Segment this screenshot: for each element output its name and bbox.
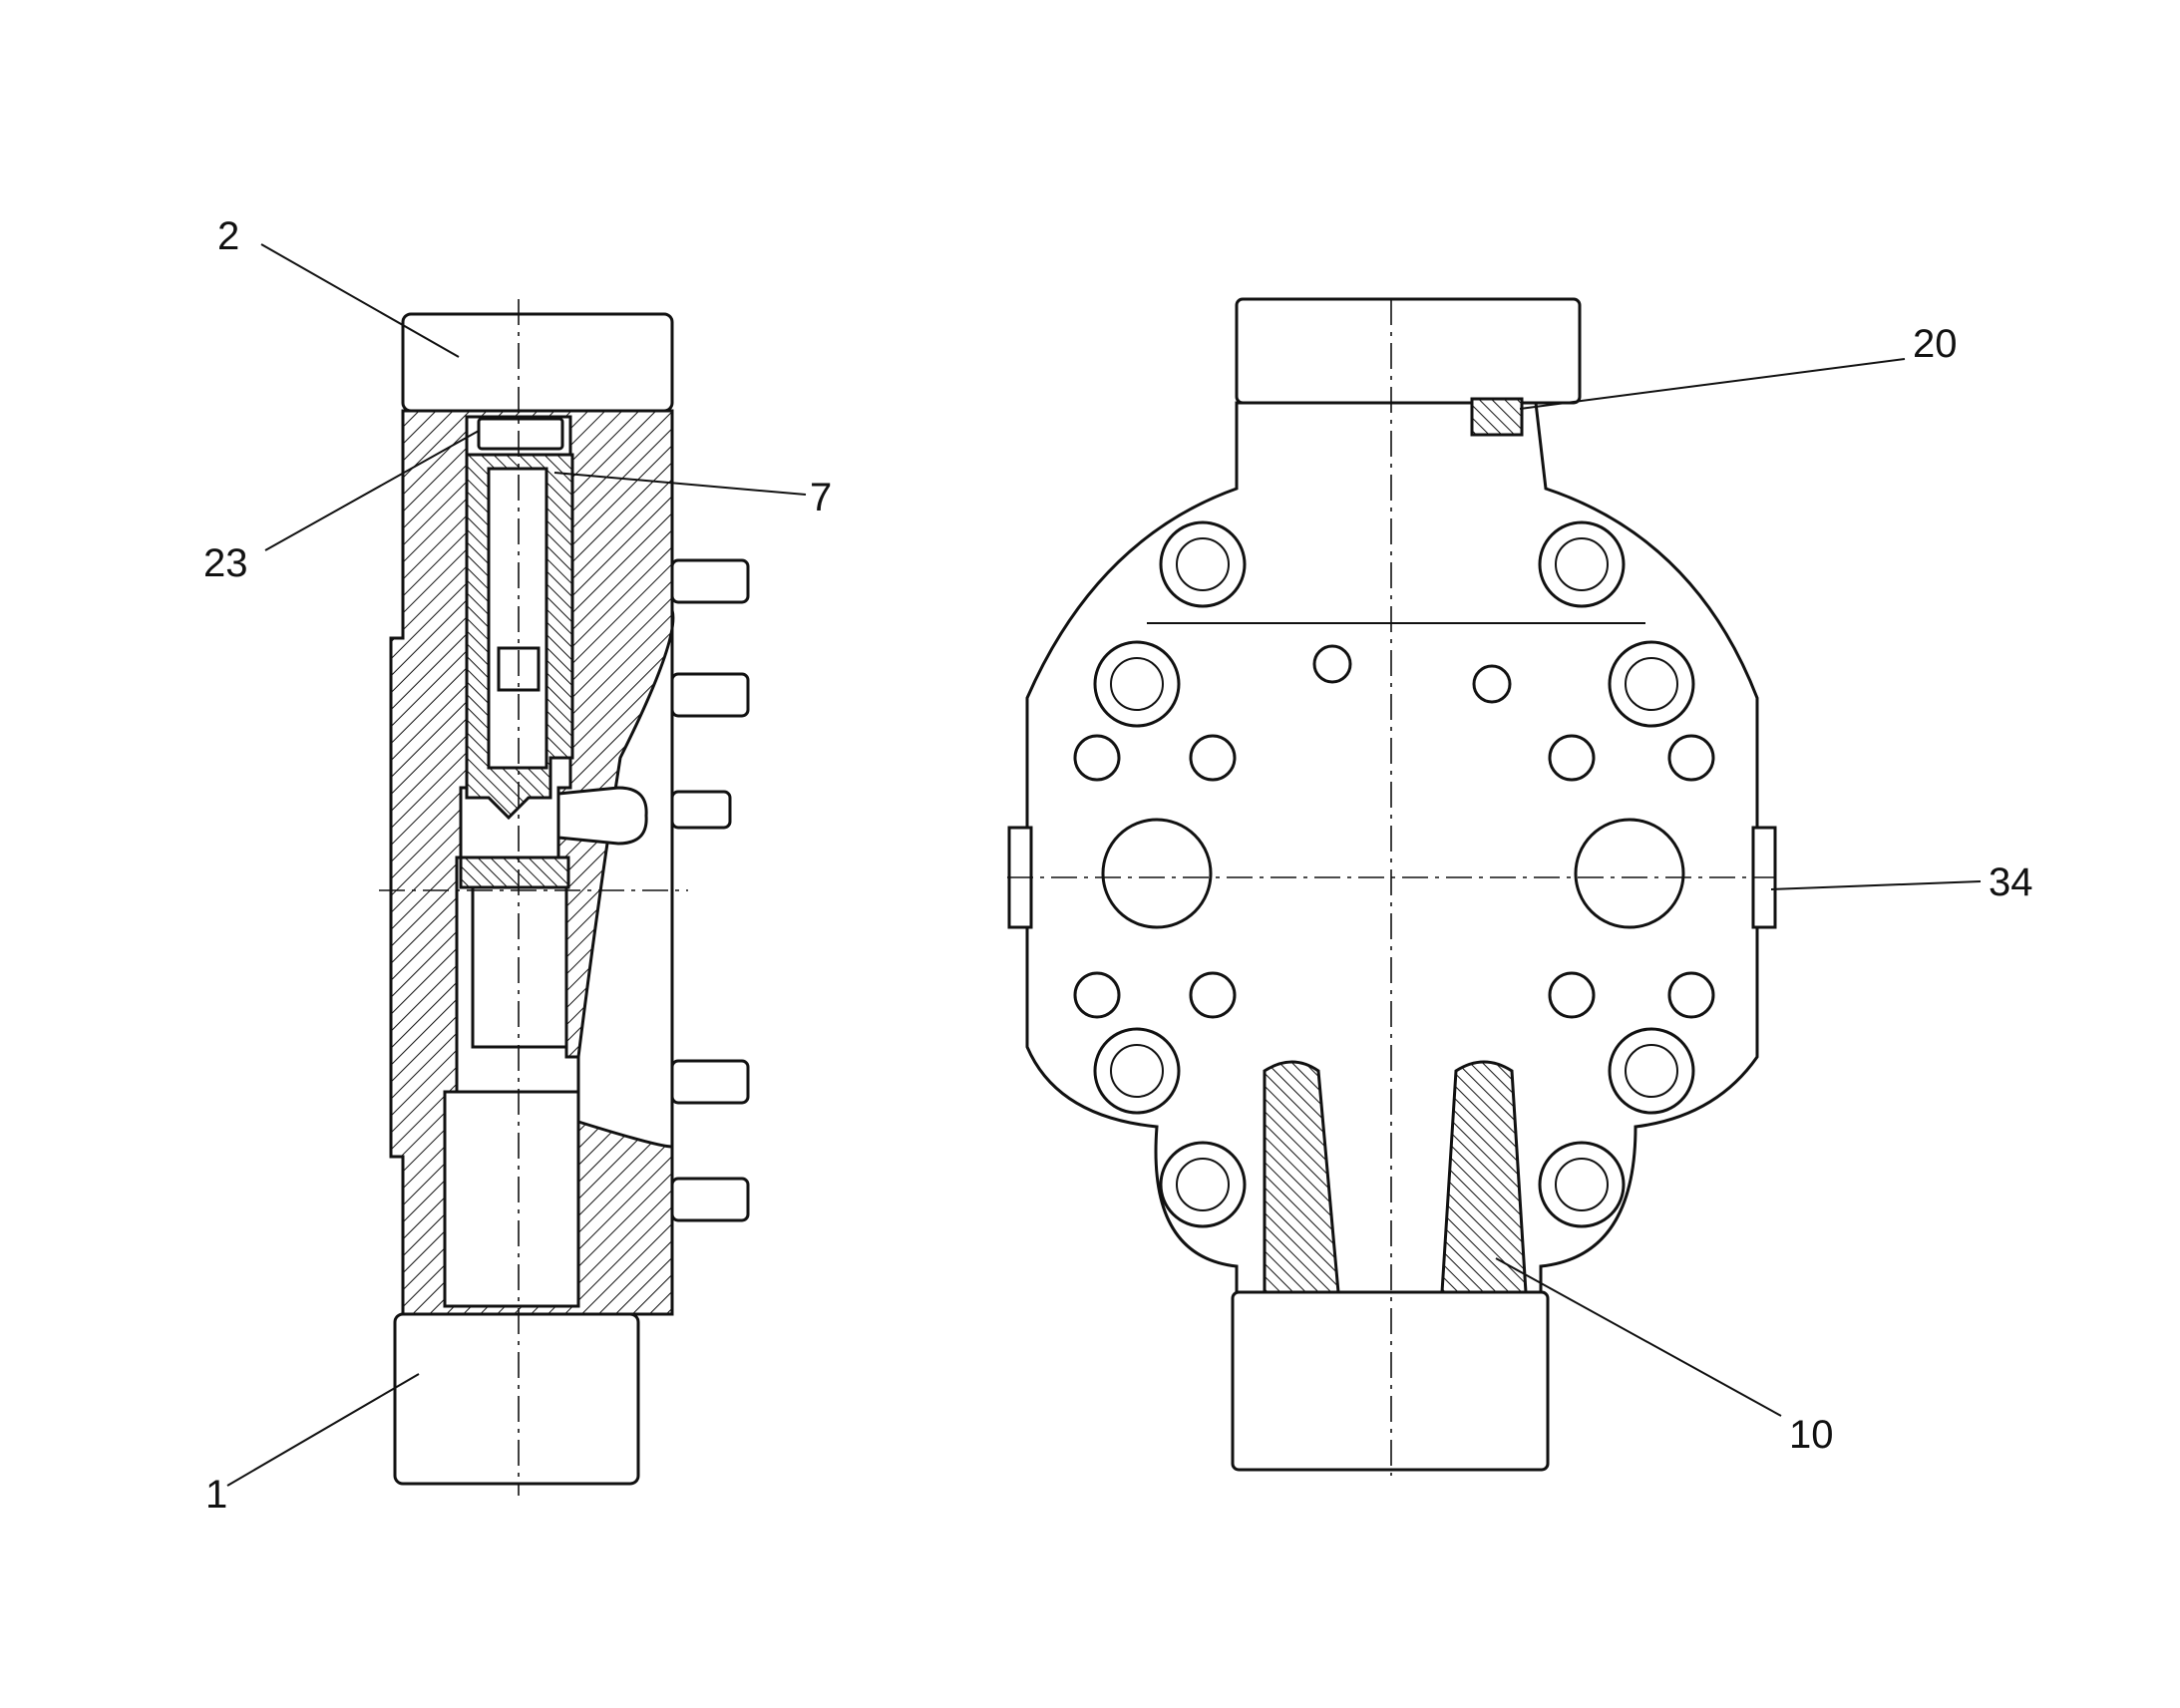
dowel-hole (1073, 971, 1121, 1019)
screw-lower-left (1093, 1027, 1181, 1115)
leader-line-10 (1495, 1257, 1782, 1417)
reference-numeral-7: 7 (810, 476, 832, 519)
dowel-hole (1667, 971, 1715, 1019)
sectional-side-view (379, 299, 750, 1496)
bolt-head-5 (670, 1177, 750, 1222)
left-bore (1101, 818, 1213, 929)
screw-top-left (1159, 520, 1247, 608)
cross-pin (556, 786, 648, 846)
leader-line-23 (264, 430, 480, 551)
dowel-hole (1548, 971, 1596, 1019)
piston-body (471, 885, 568, 1049)
screw-bottom-right (1538, 1141, 1626, 1228)
reference-numeral-23: 23 (203, 541, 248, 585)
lower-insert-right-10 (1440, 1060, 1528, 1294)
leader-line-1 (226, 1373, 420, 1487)
reference-numeral-2: 2 (217, 214, 239, 258)
lower-shaft (443, 1090, 580, 1308)
dowel-hole (1548, 734, 1596, 782)
dowel-hole (1667, 734, 1715, 782)
screw-bottom-left (1159, 1141, 1247, 1228)
bolt-head-4 (670, 1059, 750, 1105)
bottom-block (1231, 1290, 1550, 1472)
bolt-head-3 (670, 790, 732, 830)
dowel-hole (1073, 734, 1121, 782)
reference-numeral-34: 34 (1989, 860, 2033, 904)
lower-component-1 (393, 1312, 640, 1486)
bolt-head-2 (670, 672, 750, 718)
insert-bore (487, 467, 548, 770)
bolt-head-1 (670, 558, 750, 604)
piston-plate (459, 855, 570, 889)
reference-numeral-20: 20 (1913, 322, 1958, 366)
dowel-hole (1189, 971, 1237, 1019)
top-block (1235, 297, 1582, 405)
reference-numeral-10: 10 (1789, 1413, 1834, 1457)
port-hole (1312, 644, 1352, 684)
insert-cap (477, 417, 564, 451)
upper-component-2 (401, 312, 674, 413)
leader-line-2 (260, 243, 460, 358)
curved-cavity (576, 609, 675, 1149)
front-view (1007, 297, 1777, 1476)
leader-line-7 (553, 472, 807, 496)
screw-lower-right (1608, 1027, 1695, 1115)
leader-line-20 (1519, 358, 1906, 410)
screw-upper-right (1608, 640, 1695, 728)
port-hole (1472, 664, 1512, 704)
plug-20 (1470, 397, 1524, 437)
right-bore (1574, 818, 1685, 929)
leader-line-34 (1770, 880, 1982, 890)
screw-upper-left (1093, 640, 1181, 728)
reference-numeral-1: 1 (205, 1473, 227, 1517)
lower-insert-left (1263, 1060, 1340, 1294)
dowel-hole (1189, 734, 1237, 782)
screw-top-right (1538, 520, 1626, 608)
